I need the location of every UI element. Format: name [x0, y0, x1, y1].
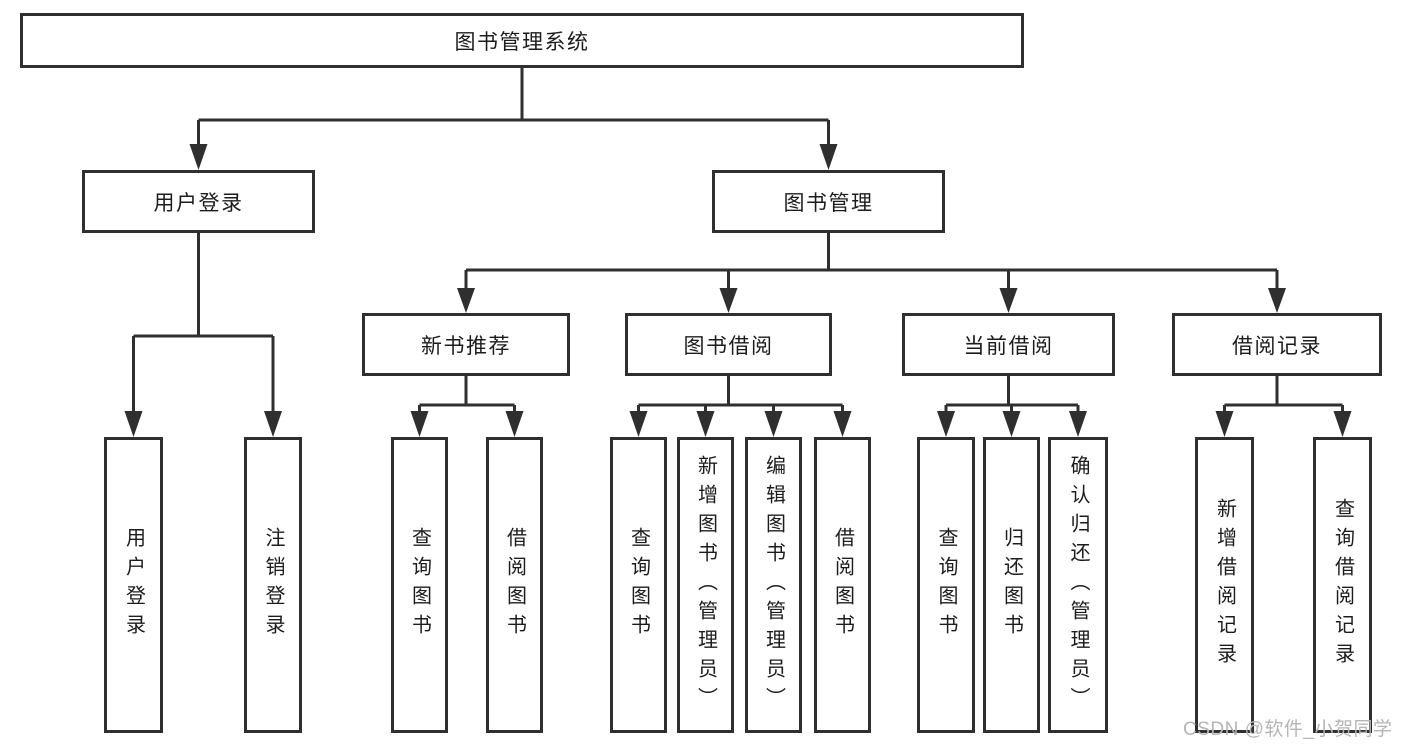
- leaf-bb-add-books-admin: 新增图书（管理员）: [677, 437, 734, 733]
- leaf-br-add-record: 新增借阅记录: [1195, 437, 1254, 733]
- node-book-borrowing: 图书借阅: [625, 313, 832, 376]
- connector-new-book-recommend-to-leaves: [418, 376, 516, 413]
- node-borrowing-records: 借阅记录: [1172, 313, 1382, 376]
- watermark: CSDN @软件_小贺同学: [1183, 719, 1393, 740]
- leaf-cb-return-books: 归还图书: [983, 437, 1040, 733]
- arrowhead-down-icon: [410, 411, 524, 437]
- connector-book-borrowing-to-leaves: [637, 376, 844, 413]
- node-book-management: 图书管理: [712, 170, 945, 233]
- connector-book-management-to-level3: [464, 233, 1279, 290]
- leaf-cb-confirm-return-admin: 确认归还（管理员）: [1048, 437, 1108, 733]
- leaf-bb-query-books: 查询图书: [610, 437, 667, 733]
- arrowhead-down-icon: [937, 411, 1087, 437]
- node-new-book-recommend: 新书推荐: [362, 313, 570, 376]
- leaf-br-query-record: 查询借阅记录: [1313, 437, 1372, 733]
- connector-borrowing-records-to-leaves: [1223, 376, 1344, 413]
- node-root: 图书管理系统: [20, 13, 1024, 68]
- connector-root-to-level2: [197, 68, 830, 146]
- arrowhead-down-icon: [189, 144, 838, 170]
- leaf-nb-query-books: 查询图书: [391, 437, 448, 733]
- leaf-logout: 注销登录: [244, 437, 302, 733]
- node-user-login: 用户登录: [82, 170, 315, 233]
- connector-user-login-to-leaves: [132, 233, 275, 413]
- arrowhead-down-icon: [457, 288, 1286, 313]
- arrowhead-down-icon: [629, 411, 852, 437]
- leaf-nb-borrow-books: 借阅图书: [486, 437, 543, 733]
- leaf-bb-borrow-books: 借阅图书: [814, 437, 871, 733]
- node-current-borrowing: 当前借阅: [902, 313, 1115, 376]
- connector-current-borrowing-to-leaves: [944, 376, 1080, 413]
- arrowhead-down-icon: [1215, 411, 1352, 437]
- leaf-user-login: 用户登录: [104, 437, 163, 733]
- leaf-bb-edit-books-admin: 编辑图书（管理员）: [745, 437, 802, 733]
- arrowhead-down-icon: [124, 411, 282, 437]
- leaf-cb-query-books: 查询图书: [917, 437, 975, 733]
